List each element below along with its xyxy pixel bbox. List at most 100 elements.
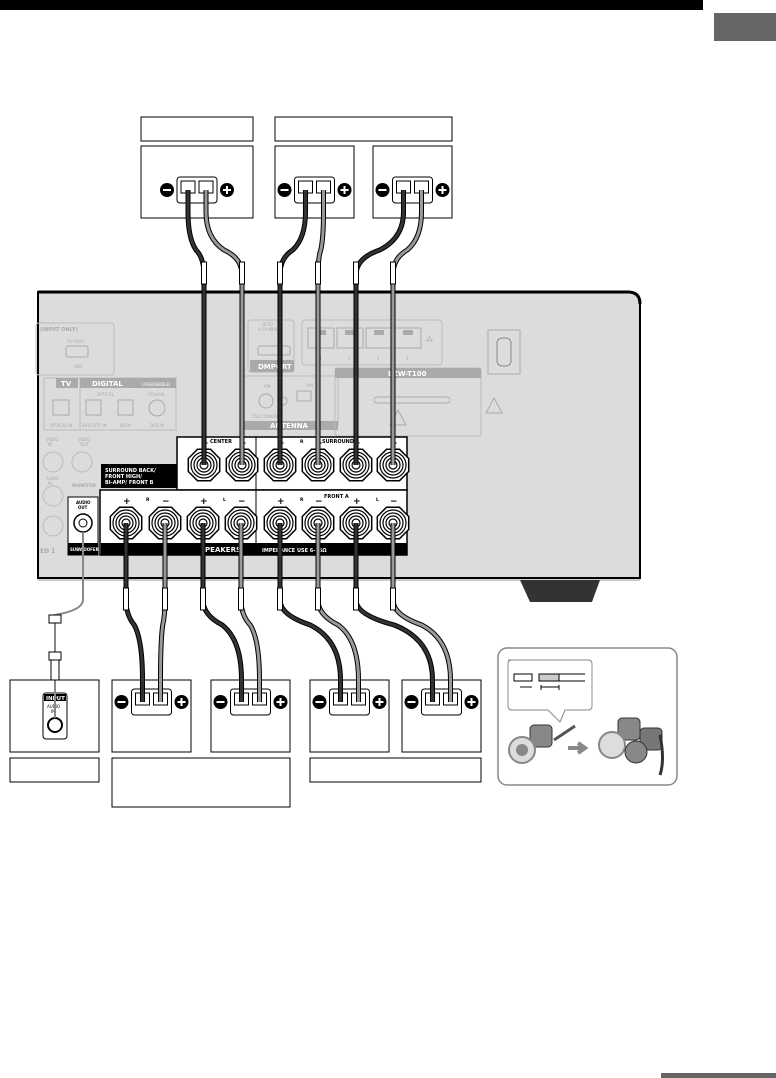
tv-out-label: TV OUT: [66, 339, 84, 345]
subwoofer-label: SUBWOOFER: [70, 547, 99, 552]
speaker-cables: [123, 190, 453, 702]
plus-terminal-icon: [470, 698, 473, 706]
front-a-label: FRONT A: [324, 494, 349, 500]
cable-stripped-end: [353, 261, 359, 285]
lan-port-latch: [316, 330, 326, 335]
fm-label: FM: [264, 384, 271, 390]
audio-in-label-1: AUDIO: [46, 476, 59, 481]
tv-header: [56, 378, 78, 388]
fm-jack: [258, 393, 274, 409]
audio-out-label-2: OUT: [78, 505, 88, 510]
coaxial-label: COAXIAL: [148, 392, 166, 397]
strip-length: [540, 685, 560, 690]
plus-terminal-icon: [441, 186, 444, 194]
digital-label: DIGITAL: [92, 380, 123, 388]
channel-label: R: [300, 439, 304, 445]
plus-sign: +: [277, 497, 285, 507]
cable: [658, 734, 664, 776]
surround-back-label-2: FRONT HIGH/: [105, 474, 142, 480]
audio-out-label-1: AUDIO: [76, 500, 91, 505]
optical-in-port: [52, 399, 70, 416]
lan-port: [307, 327, 335, 349]
coaxial-port: [148, 399, 166, 417]
tv-label: TV: [61, 380, 72, 388]
plus-sign: +: [123, 497, 131, 507]
cable-stripped-end: [390, 261, 396, 285]
cable-stripped-end: [239, 261, 245, 285]
digital-header: [80, 378, 176, 388]
minus-sign: −: [315, 497, 323, 507]
subwoofer-label-box: [9, 757, 100, 783]
cable-stripped-end: [315, 587, 321, 611]
optical-label: OPTICAL: [97, 392, 115, 397]
terminal-knob: [598, 731, 626, 759]
video-out-label-2: OUT: [80, 442, 89, 447]
ezw-bar: [335, 368, 481, 378]
minus-terminal-icon: [315, 701, 324, 703]
video1-label: ED 1: [40, 548, 55, 555]
sub-in-label: IN: [51, 709, 55, 714]
hdmi-section: [35, 322, 115, 376]
cable-stripped-end: [277, 261, 283, 285]
sat-catv-label: SAT/CATV IN: [82, 423, 107, 428]
subwoofer-out-jack-inner: [78, 518, 88, 528]
audio-in-r-jack: [42, 515, 64, 537]
stripped-insulation: [513, 673, 533, 682]
arc-label: ARC: [74, 364, 83, 370]
dvd-in-label: DVD IN: [150, 423, 164, 428]
minus-terminal-icon: [117, 701, 126, 703]
center-label: CENTER: [210, 439, 232, 445]
video-out-jack: [71, 451, 93, 473]
header-bar: [0, 0, 703, 10]
bd-in-label: BD IN: [120, 423, 131, 428]
minus-sign: −: [390, 497, 398, 507]
optical-sat-port: [85, 399, 102, 416]
plus-terminal-icon: [378, 698, 381, 706]
hdmi-title: (INPUT ONLY): [40, 327, 78, 333]
minus-terminal-icon: [163, 189, 171, 191]
cable-stripped-end: [390, 587, 396, 611]
plus-terminal-icon: [226, 186, 228, 194]
am-terminal: [296, 390, 312, 402]
channel-label: R: [146, 497, 150, 503]
plus-sign: +: [200, 497, 208, 507]
surround-back-header: [101, 464, 177, 488]
surround-label: SURROUND: [322, 439, 354, 445]
terminal-knob: [624, 740, 648, 764]
audio-in-l-jack: [42, 485, 64, 507]
wire: [553, 724, 576, 742]
rca-plug: [48, 614, 62, 624]
dmport-power-1: DC5V: [262, 322, 273, 327]
plus-terminal-icon: [279, 698, 282, 706]
terminal-knob-center: [516, 744, 528, 756]
lan-port-latch: [374, 330, 384, 335]
cable: [559, 673, 585, 682]
dmport-connector: [257, 345, 291, 356]
surround-back-label-1: SURROUND BACK/: [105, 468, 156, 474]
video-out-label-1: VIDEO: [78, 437, 91, 442]
speakers-label: SPEAKERS: [200, 546, 241, 554]
continued-bar: [661, 1073, 776, 1078]
minus-terminal-icon: [407, 701, 416, 703]
cable-stripped-end: [277, 587, 283, 611]
video-in-jack: [42, 451, 64, 473]
assignable-label: (ASSIGNABLE): [142, 382, 171, 387]
ezw-card-slot: [373, 396, 451, 404]
antenna-label: ANTENNA: [270, 422, 309, 430]
cable-stripped-end: [200, 587, 206, 611]
front-label-box: [309, 757, 482, 783]
plus-terminal-icon: [180, 698, 183, 706]
cable-stripped-end: [201, 261, 207, 285]
cable-stripped-end: [162, 587, 168, 611]
arrow-right-icon: [568, 741, 589, 755]
cable-connection-inset: [497, 647, 678, 786]
cable-stripped-end: [315, 261, 321, 285]
terminal-body: [617, 717, 641, 741]
minus-terminal-icon: [378, 189, 387, 191]
center-label-box: [140, 116, 254, 142]
cable-stripped-end: [123, 587, 129, 611]
channel-label: R: [300, 497, 304, 503]
minus-sign: −: [162, 497, 170, 507]
dmport-power-2: 0.7A MAX: [258, 327, 278, 332]
